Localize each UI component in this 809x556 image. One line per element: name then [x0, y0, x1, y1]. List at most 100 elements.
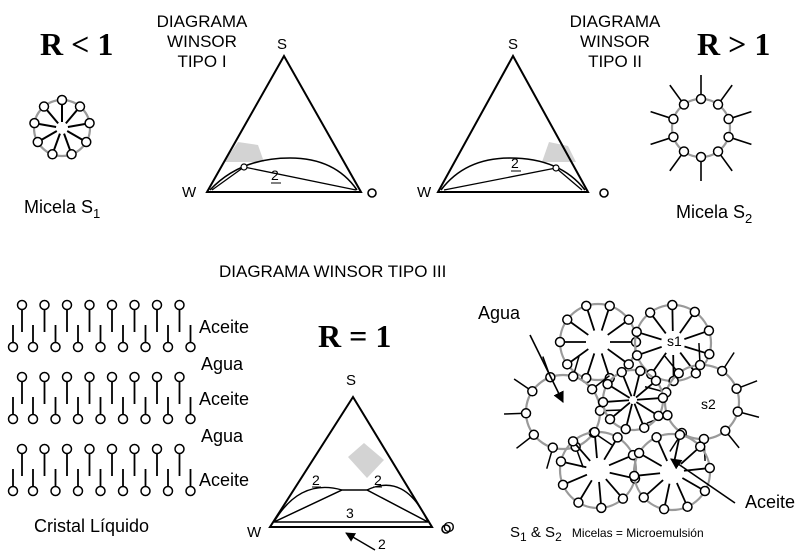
triangle-type-3 [268, 395, 434, 528]
triangle-type-1 [205, 53, 363, 193]
surfactant-tail [664, 483, 671, 506]
surfactant-tail [576, 450, 584, 468]
ternary-type-3 [268, 395, 451, 551]
bilayer-head-top [174, 299, 185, 311]
surfactant-head [612, 432, 623, 443]
bilayer-head-bottom [117, 485, 129, 497]
layer-label-1: Aceite [199, 317, 250, 337]
bilayer-head-bottom [95, 413, 106, 425]
bilayer-head-bottom [50, 413, 61, 425]
surfactant-head [673, 367, 684, 379]
bilayer-head-bottom [72, 485, 84, 497]
surfactant-head [682, 501, 693, 512]
surfactant-head [723, 113, 734, 125]
surfactant-head [657, 392, 669, 404]
surfactant-head [635, 365, 646, 377]
surfactant-head [695, 93, 707, 105]
bilayer-head-top [84, 443, 95, 455]
surfactant-head [731, 383, 742, 394]
title-winsor-type-2: DIAGRAMA WINSOR TIPO II [569, 12, 661, 71]
layer-label-2: Agua [201, 354, 244, 374]
surfactant-tail [586, 309, 596, 331]
liquid-crystal-bilayers [7, 299, 196, 497]
surfactant-tail [598, 481, 602, 504]
vertex-o-type-3: O [443, 519, 455, 536]
surfactant-tail [740, 380, 758, 389]
bilayer-head-bottom [117, 341, 129, 353]
surfactant-tail [603, 409, 622, 412]
phase-count-type-3-right: 2 [374, 472, 382, 488]
surfactant-tail [732, 137, 752, 146]
surfactant-tail [607, 348, 627, 363]
surfactant-head [547, 442, 559, 453]
surfactant-head [586, 383, 598, 395]
surfactant-tail [723, 352, 735, 369]
surfactant-head [690, 368, 702, 379]
surfactant-tail [65, 108, 79, 125]
tie-line-3b [366, 489, 429, 523]
micelle-s2 [650, 75, 752, 181]
surfactant-tail [504, 412, 523, 415]
bilayer-head-bottom [27, 413, 39, 425]
bilayer-head-top [151, 371, 163, 383]
surfactant-head [554, 336, 566, 348]
surfactant-head [47, 149, 58, 160]
surfactant-tail [719, 84, 733, 102]
surfactant-head [623, 359, 634, 370]
bilayer-head-top [174, 443, 185, 455]
s2-domain-label: s2 [701, 396, 716, 412]
surfactant-head [80, 136, 92, 148]
ternary-type-1 [205, 53, 377, 198]
surfactant-tail [608, 455, 630, 467]
surfactant-tail [652, 352, 667, 372]
surfactant-head [616, 366, 628, 378]
surfactant-head [589, 426, 600, 438]
ratio-label-r-less-1: R < 1 [40, 26, 114, 62]
surfactant-tail [38, 122, 57, 128]
surfactant-tail [636, 397, 659, 401]
surfactant-tail [610, 385, 631, 399]
surfactant-tail [516, 436, 532, 449]
bilayer-head-top [61, 299, 73, 311]
surfactant-head [704, 348, 715, 360]
bilayer-head-bottom [140, 485, 151, 497]
surfactant-tail [651, 315, 667, 334]
microemulsion-cluster [504, 299, 760, 515]
surfactant-tail [600, 309, 610, 331]
surfactant-tail [669, 154, 683, 172]
surfactant-head [562, 314, 573, 325]
bilayer-head-top [151, 299, 163, 311]
bilayer-head-bottom [140, 413, 151, 425]
bilayer-head-top [174, 371, 185, 383]
vertex-s-type-3: S [346, 372, 357, 389]
surfactant-tail [603, 440, 617, 461]
bilayer-head-top [129, 443, 140, 455]
oil-arrow [670, 458, 736, 504]
vertex-w-type-1: W [182, 184, 197, 201]
surfactant-head [662, 410, 673, 421]
micelle-s1 [29, 94, 95, 160]
surfactant-head [712, 146, 724, 157]
phase-count-type-3-left: 2 [312, 472, 320, 488]
bilayer-head-bottom [185, 413, 196, 425]
surfactant-tail [586, 353, 596, 375]
surfactant-tail [650, 110, 670, 119]
liquid-crystal-caption: Cristal Líquido [34, 516, 150, 536]
tie-line-2b [555, 167, 583, 191]
surfactant-tail [638, 472, 661, 477]
oil-vertex-marker-3 [441, 524, 451, 534]
surfactant-tail [594, 375, 610, 388]
surfactant-tail [67, 122, 86, 128]
surfactant-tail [681, 477, 702, 490]
bilayer-head-bottom [162, 413, 174, 425]
surfactant-head [38, 101, 50, 112]
surfactant-head [653, 410, 664, 422]
two-phase-arrow [345, 532, 376, 551]
surfactant-tail [684, 345, 706, 354]
surfactant-tail [564, 461, 587, 469]
layer-label-3: Aceite [199, 389, 250, 409]
surfactant-head [695, 151, 707, 163]
surfactant-tail [569, 321, 589, 336]
surfactant-head [604, 414, 616, 425]
